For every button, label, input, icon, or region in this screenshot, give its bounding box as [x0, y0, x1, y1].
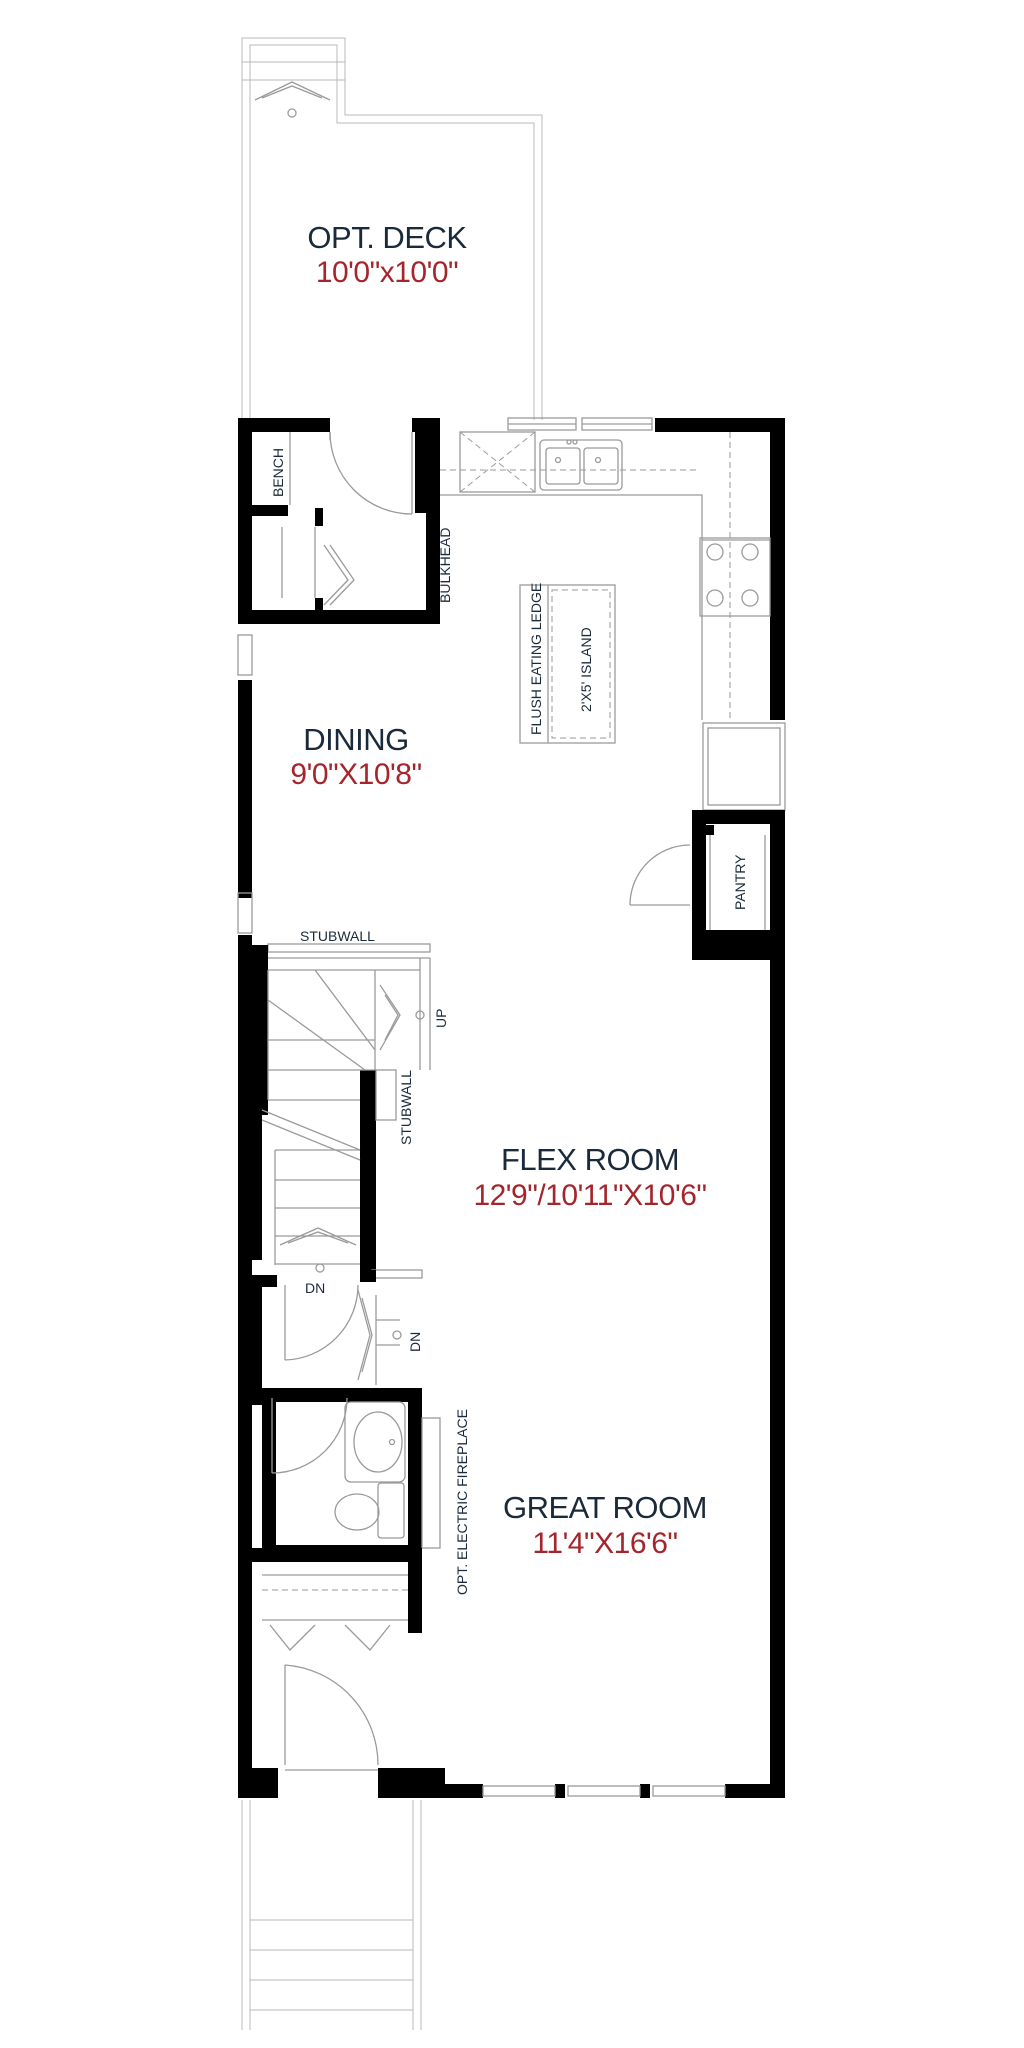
- up-label: UP: [433, 1009, 449, 1028]
- great-room-dims: 11'4"X16'6": [532, 1527, 677, 1560]
- windows: [237, 417, 726, 1797]
- island-label: 2'X5' ISLAND: [578, 627, 594, 712]
- flex-room-name: FLEX ROOM: [501, 1142, 679, 1177]
- front-steps: [241, 1800, 422, 2030]
- great-room-name: GREAT ROOM: [503, 1490, 707, 1525]
- kitchen: [440, 431, 786, 811]
- bench-label: BENCH: [270, 448, 286, 497]
- deck-dims: 10'0"x10'0": [316, 256, 458, 289]
- fireplace-label: OPT. ELECTRIC FIREPLACE: [454, 1409, 470, 1595]
- dn-landing-label: DN: [407, 1332, 423, 1352]
- front-entry: [252, 1548, 422, 1771]
- eating-ledge-label: FLUSH EATING LEDGE: [528, 583, 544, 735]
- stubwall-side-label: STUBWALL: [398, 1070, 414, 1145]
- stubwall-top-label: STUBWALL: [300, 928, 375, 944]
- pantry-label: PANTRY: [732, 854, 748, 910]
- dn-stair-label: DN: [305, 1280, 325, 1296]
- flex-room-dims: 12'9"/10'11"X10'6": [473, 1179, 706, 1212]
- exterior-walls: [238, 418, 785, 1798]
- dining-name: DINING: [303, 722, 409, 757]
- deck-name: OPT. DECK: [307, 220, 467, 255]
- deck-outline: [241, 37, 543, 420]
- bulkhead-label: BULKHEAD: [437, 528, 453, 603]
- dining-dims: 9'0"X10'8": [290, 758, 421, 791]
- rear-entry: [238, 418, 440, 624]
- pantry: [629, 810, 785, 960]
- stairs: [252, 943, 431, 1405]
